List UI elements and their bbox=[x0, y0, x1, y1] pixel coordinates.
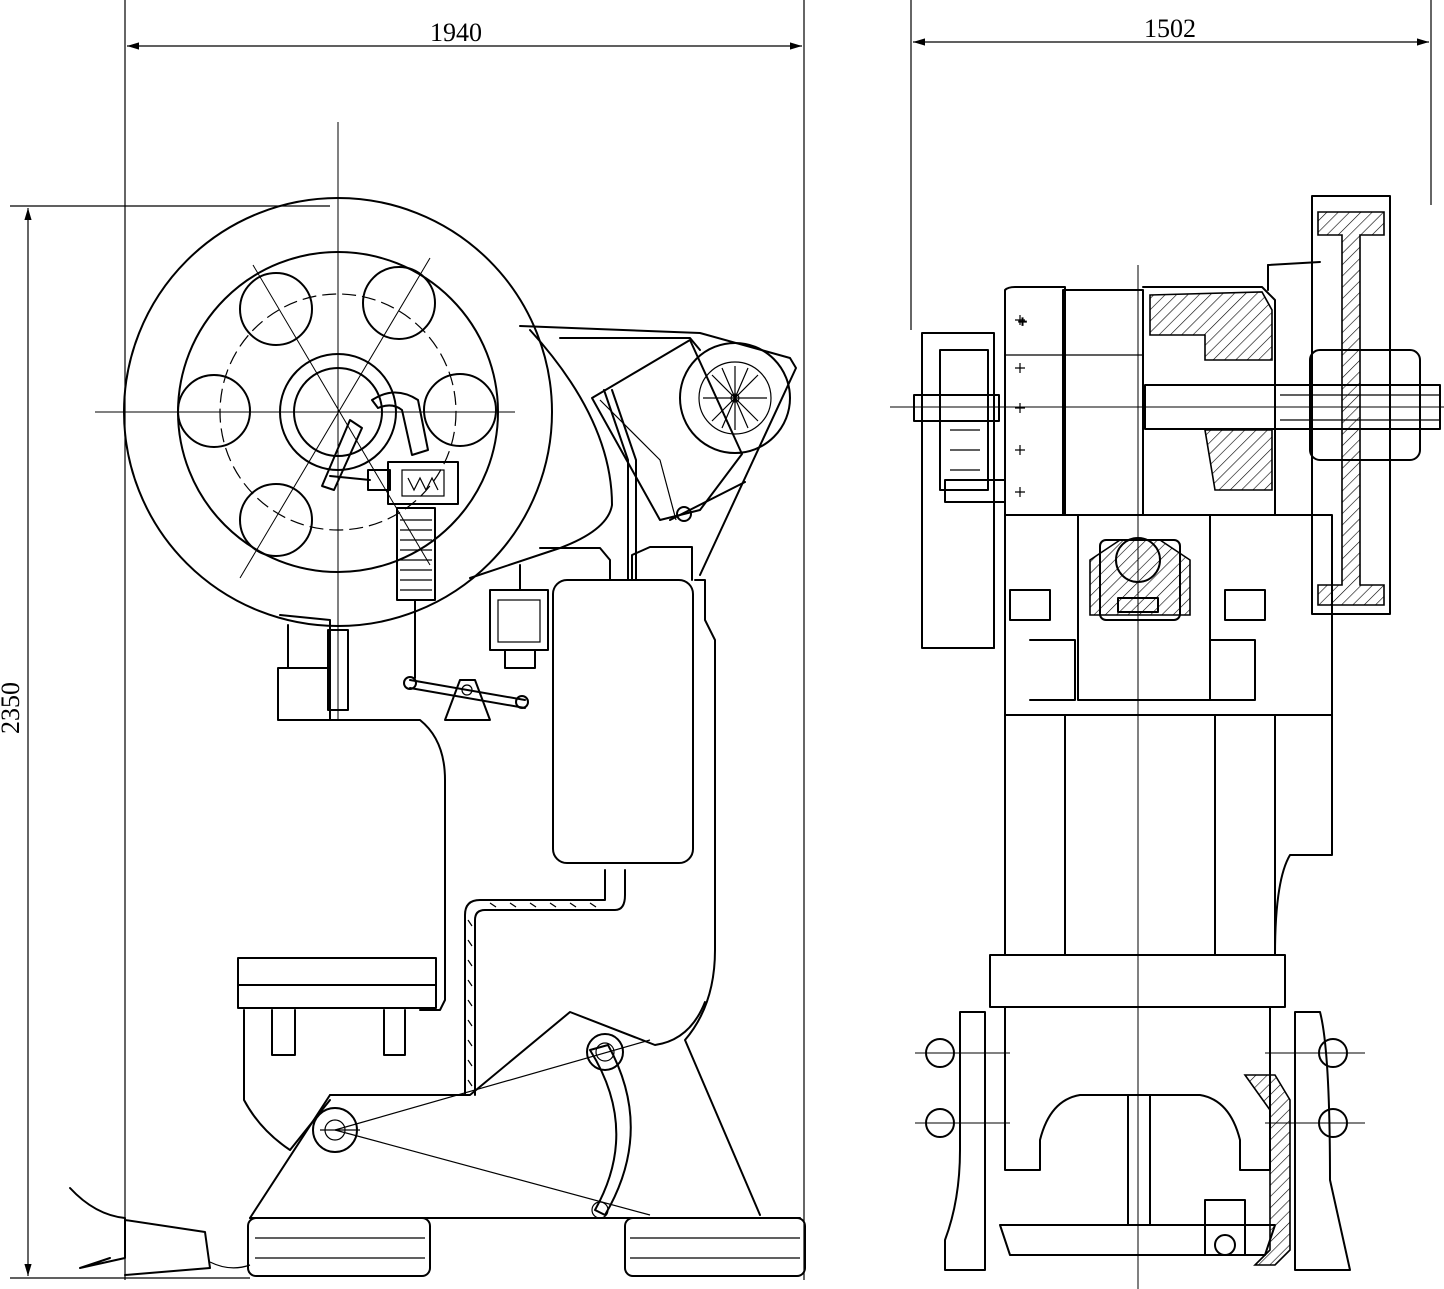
upper-frame bbox=[321, 325, 797, 679]
side-flywheel bbox=[1144, 195, 1441, 615]
dimension-overall-height: 2350 bbox=[0, 205, 330, 1279]
side-upper-housing: + bbox=[1004, 286, 1276, 516]
base bbox=[247, 1033, 806, 1277]
linkage bbox=[403, 676, 529, 721]
c-frame bbox=[277, 579, 761, 1216]
motor bbox=[591, 339, 791, 522]
side-view: + bbox=[890, 195, 1444, 1289]
front-width-label: 1940 bbox=[430, 18, 482, 47]
foot-pedal bbox=[69, 1187, 251, 1276]
side-column bbox=[1004, 714, 1333, 956]
svg-text:+: + bbox=[1018, 314, 1027, 331]
oil-reservoir bbox=[552, 579, 694, 864]
side-bolts bbox=[915, 1011, 1365, 1271]
flywheel bbox=[95, 122, 553, 720]
dimension-side-width: 1502 bbox=[910, 0, 1432, 330]
overall-height-label: 2350 bbox=[0, 682, 25, 734]
side-width-label: 1502 bbox=[1144, 14, 1196, 43]
front-view bbox=[69, 122, 806, 1277]
side-ram bbox=[1004, 514, 1333, 716]
bolster bbox=[237, 957, 437, 1151]
valve-block bbox=[489, 589, 549, 651]
oil-line bbox=[464, 389, 693, 1096]
dimension-front-width: 1940 bbox=[124, 0, 805, 1280]
side-motor bbox=[913, 332, 1006, 649]
side-base bbox=[999, 1074, 1291, 1266]
